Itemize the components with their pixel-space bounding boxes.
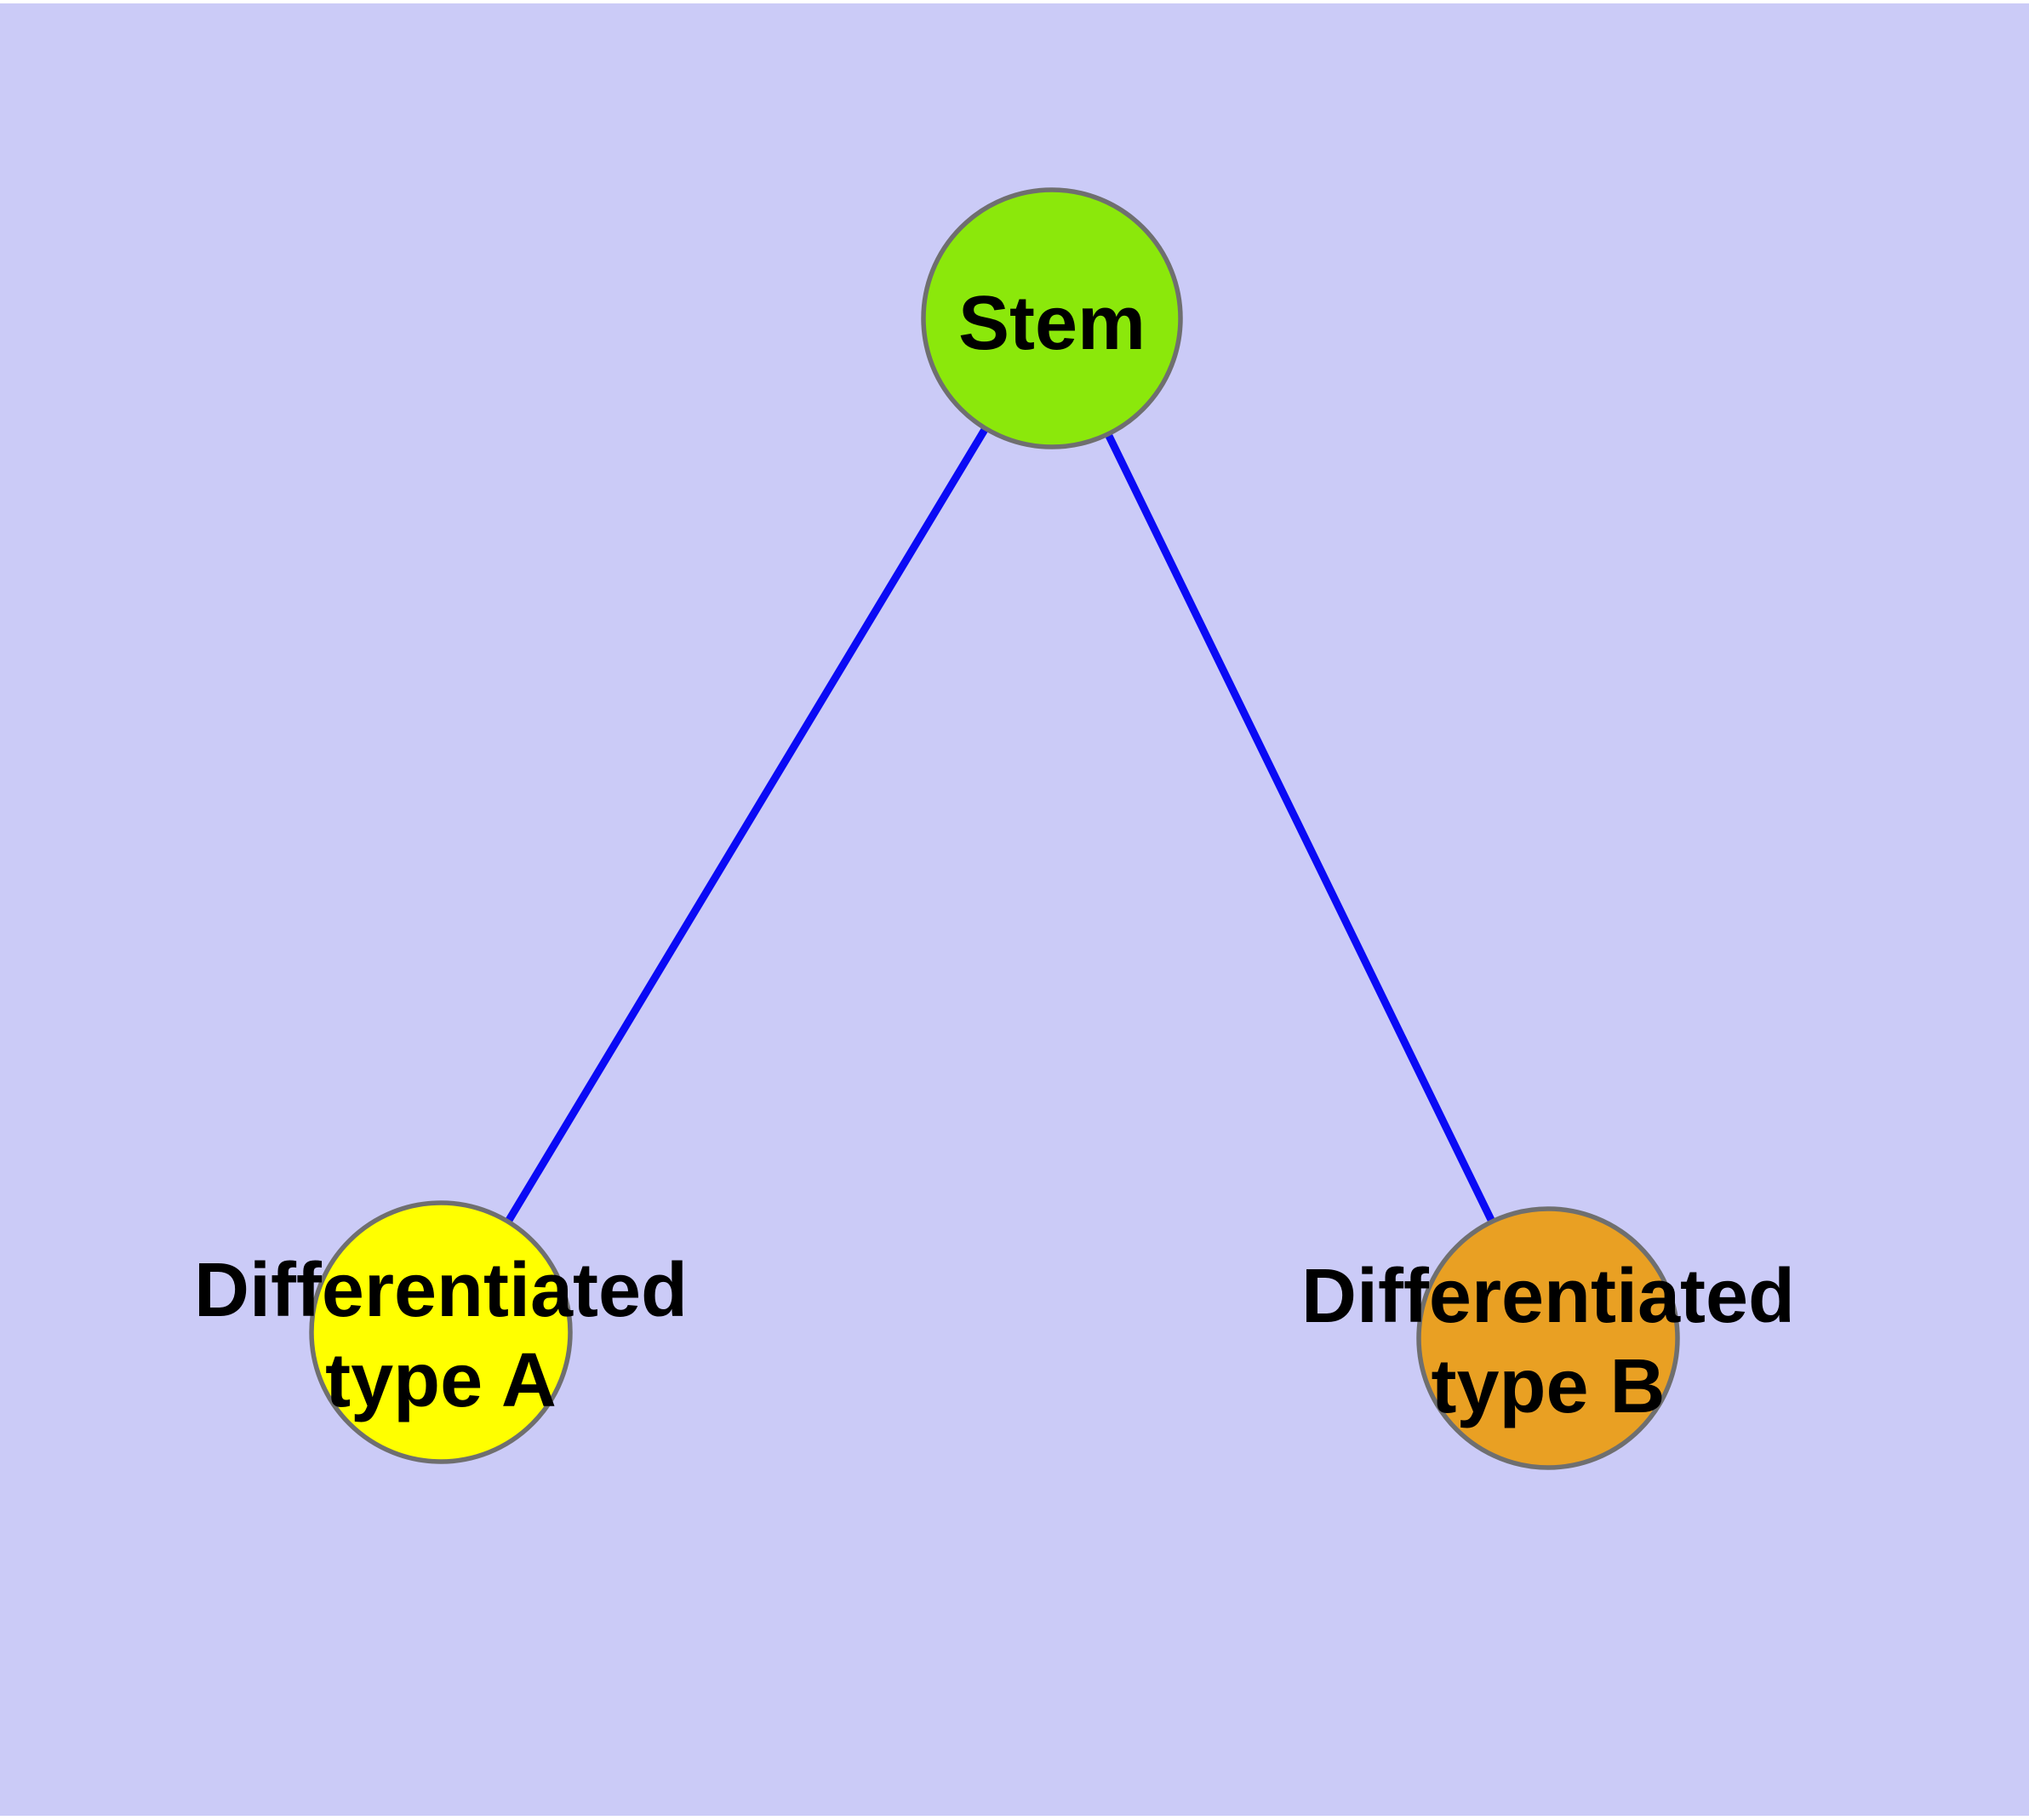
node-differentiated-type-b-label-line1: Differentiated (1301, 1254, 1795, 1339)
node-differentiated-type-a-circle (309, 1200, 573, 1464)
node-differentiated-type-a-label-line1: Differentiated (194, 1248, 688, 1333)
node-differentiated-type-b-circle (1416, 1206, 1680, 1470)
node-stem-label: Stem (958, 281, 1146, 366)
edge-stem-to-type-b (1104, 432, 1496, 1223)
node-stem-circle (921, 187, 1183, 449)
node-differentiated-type-b-label-line2: type B (1431, 1344, 1665, 1429)
node-differentiated-type-a-label-line2: type A (325, 1338, 557, 1423)
edge-stem-to-type-a (505, 426, 989, 1224)
